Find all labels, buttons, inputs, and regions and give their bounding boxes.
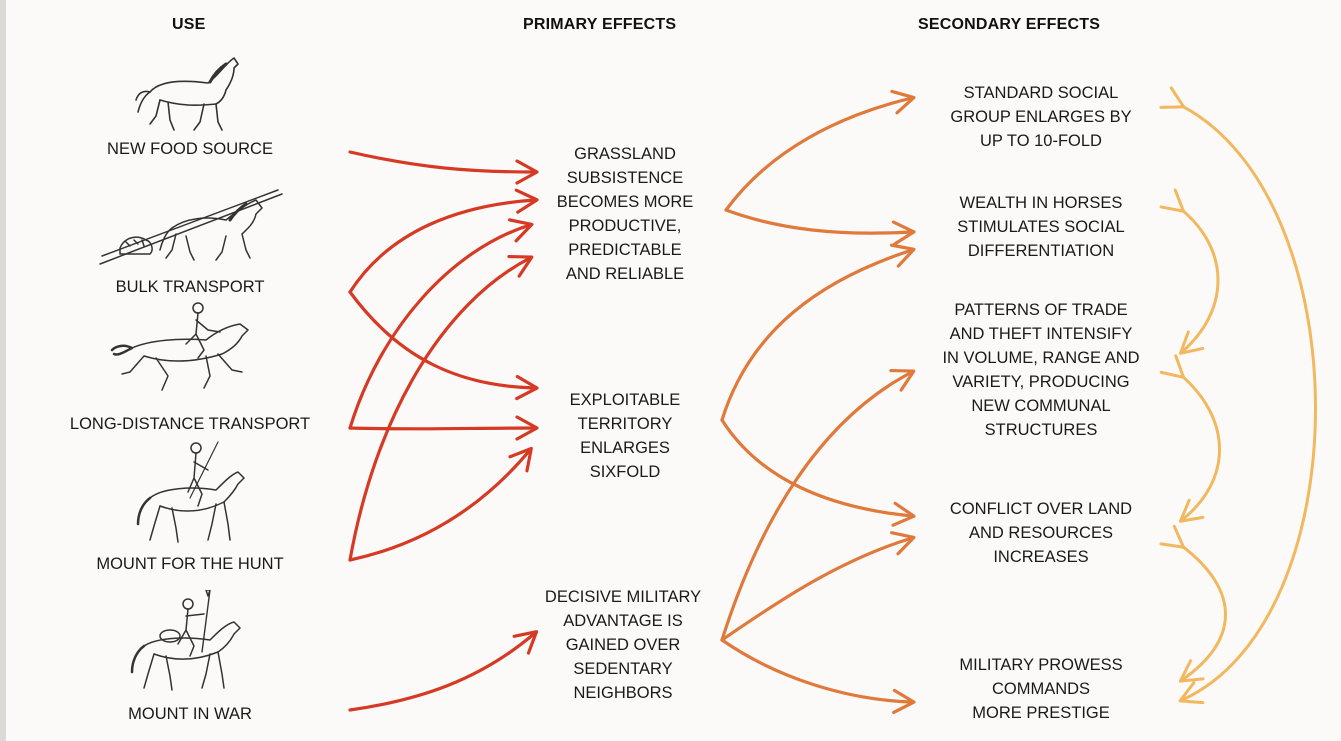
primary-effect-military-advantage: DECISIVE MILITARY ADVANTAGE IS GAINED OV… [544, 588, 702, 702]
primary-effect-territory: EXPLOITABLE TERRITORY ENLARGES SIXFOLD [569, 391, 681, 481]
arrow-trade-to-conflict [1159, 354, 1221, 523]
left-border [0, 0, 6, 741]
arrow-military-to-prestige [720, 638, 916, 715]
arrow-hunt-to-territory [348, 446, 533, 562]
arrow-bulk-to-grassland [348, 188, 539, 294]
secondary-effect-wealth: WEALTH IN HORSES STIMULATES SOCIAL DIFFE… [957, 194, 1125, 260]
arrow-military-to-conflict [720, 531, 916, 642]
arrow-wealth-to-trade [1159, 188, 1220, 355]
header-secondary-effects: SECONDARY EFFECTS [918, 16, 1101, 33]
arrow-social-to-prestige [1159, 86, 1317, 705]
horse-icon [135, 57, 239, 131]
use-label-mount-for-the-hunt: MOUNT FOR THE HUNT [96, 555, 284, 573]
use-label-new-food-source: NEW FOOD SOURCE [107, 140, 273, 158]
arrow-grassland-to-social-group [724, 89, 916, 212]
arrow-territory-to-wealth [720, 243, 916, 422]
arrow-grassland-to-wealth [724, 208, 916, 246]
arrow-hunt-to-grassland [348, 254, 534, 562]
hunter-rider-icon [136, 441, 245, 543]
primary-effect-grassland: GRASSLAND SUBSISTENCE BECOMES MORE PRODU… [556, 145, 694, 283]
secondary-effect-trade: PATTERNS OF TRADE AND THEFT INTENSIFY IN… [942, 301, 1140, 439]
arrow-territory-to-conflict [720, 418, 916, 527]
arrow-war-to-military [348, 630, 539, 712]
horse-travois-icon [99, 189, 283, 265]
header-primary-effects: PRIMARY EFFECTS [523, 16, 677, 33]
secondary-effect-social-group: STANDARD SOCIAL GROUP ENLARGES BY UP TO … [950, 84, 1132, 150]
arrow-military-to-trade [720, 368, 916, 642]
galloping-rider-icon [110, 302, 249, 391]
use-label-mount-in-war: MOUNT IN WAR [128, 705, 252, 723]
arrow-food-to-grassland [348, 150, 539, 185]
arrow-bulk-to-territory [348, 290, 539, 401]
warrior-rider-icon [130, 590, 241, 691]
header-use: USE [172, 16, 206, 33]
arrow-conflict-to-prestige [1159, 524, 1227, 683]
arrow-long-to-territory [348, 415, 539, 441]
secondary-effect-prestige: MILITARY PROWESS COMMANDS MORE PRESTIGE [959, 656, 1123, 722]
use-label-bulk-transport: BULK TRANSPORT [115, 278, 265, 296]
arrow-long-to-grassland [348, 218, 534, 430]
use-label-long-distance-transport: LONG-DISTANCE TRANSPORT [69, 415, 311, 433]
secondary-effect-conflict: CONFLICT OVER LAND AND RESOURCES INCREAS… [949, 500, 1133, 566]
